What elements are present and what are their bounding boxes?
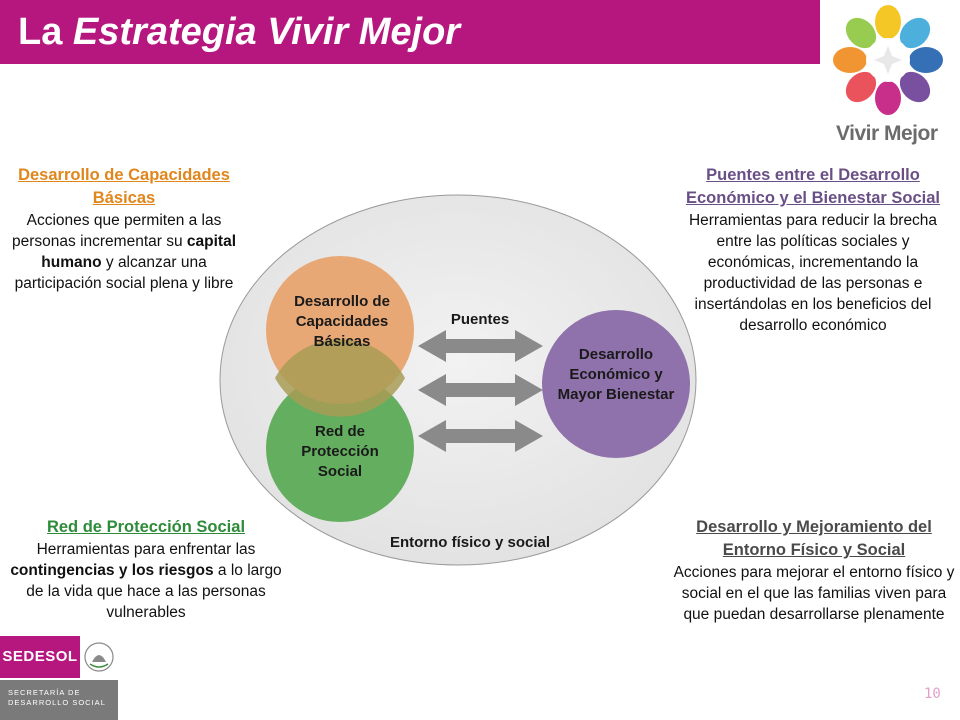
block-entorno-heading: Desarrollo y Mejoramiento del Entorno Fí… [696, 518, 932, 559]
label-economico: Desarrollo Económico y Mayor Bienestar [557, 346, 675, 403]
block-entorno-text: Acciones para mejorar el entorno físico … [673, 564, 955, 623]
sedesol-logo: SEDESOL SECRETARÍA DE DESARROLLO SOCIAL [0, 636, 118, 720]
vivir-mejor-logo: Vivir Mejor [822, 0, 960, 150]
block-puentes: Puentes entre el Desarrollo Económico y … [682, 164, 944, 336]
mexico-seal-icon [80, 636, 118, 678]
block-capacidades-text: Acciones que permiten a las personas inc… [12, 212, 236, 292]
circle-red-proteccion [266, 374, 414, 522]
circle-overlap [275, 339, 405, 417]
flower-logo-icon [833, 5, 943, 115]
circle-economico [542, 310, 690, 458]
block-puentes-text: Herramientas para reducir la brecha entr… [688, 212, 938, 334]
bridge-arrow-icon [418, 374, 543, 406]
sedesol-wordmark: SEDESOL [0, 636, 80, 678]
block-red-proteccion: Red de Protección Social Herramientas pa… [6, 516, 286, 623]
label-entorno: Entorno físico y social [389, 534, 551, 551]
bridge-arrow-icon [418, 420, 543, 452]
block-entorno: Desarrollo y Mejoramiento del Entorno Fí… [672, 516, 956, 625]
puentes-arrows [418, 330, 543, 452]
logo-wordmark: Vivir Mejor [836, 122, 938, 145]
bridge-arrow-icon [418, 330, 543, 362]
sedesol-secretaria: SECRETARÍA DE DESARROLLO SOCIAL [0, 680, 118, 720]
block-capacidades: Desarrollo de Capacidades Básicas Accion… [6, 164, 242, 294]
block-capacidades-heading: Desarrollo de Capacidades Básicas [18, 166, 230, 207]
label-puentes: Puentes [450, 311, 510, 328]
page-title: La Estrategia Vivir Mejor [18, 11, 461, 53]
block-red-text: Herramientas para enfrentar las continge… [10, 541, 282, 621]
label-capacidades: Desarrollo de Capacidades Básicas [294, 293, 390, 350]
label-red-proteccion: Red de Protección Social [301, 423, 379, 480]
block-puentes-heading: Puentes entre el Desarrollo Económico y … [685, 166, 940, 207]
title-bar: La Estrategia Vivir Mejor [0, 0, 820, 64]
page-number: 10 [924, 686, 941, 702]
block-red-heading: Red de Protección Social [46, 518, 246, 536]
